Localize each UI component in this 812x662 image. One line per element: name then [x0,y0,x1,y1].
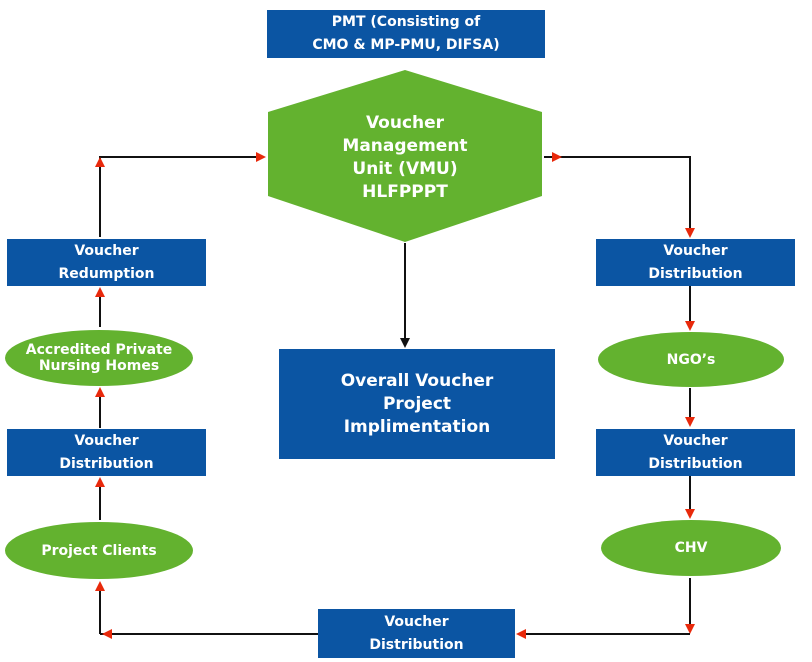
right-voucher-distribution-mid-box: Voucher Distribution [596,429,795,476]
ngos-label: NGO’s [666,351,716,368]
vmu-line2: Management [342,136,468,156]
chv-node: CHV [601,520,781,576]
redemption-line1: Voucher [74,242,139,259]
redemption-line2: Redumption [58,265,155,282]
clients-label: Project Clients [41,542,157,559]
project-clients-node: Project Clients [5,522,193,579]
pmt-line2: CMO & MP-PMU, DIFSA) [312,37,500,53]
nursing-homes-node: Accredited Private Nursing Homes [5,330,193,386]
center-line1: Overall Voucher [340,370,494,391]
nursing-line2: Nursing Homes [38,358,160,374]
bottom-line1: Voucher [384,613,449,630]
center-line2: Project [382,393,452,414]
right-voucher-distribution-top-box: Voucher Distribution [596,239,795,286]
connector-redemption-to-vmu [99,152,266,237]
connector-vmu-to-right [544,156,695,238]
ngos-node: NGO’s [598,332,784,387]
vmu-hexagon [268,70,542,242]
nursing-line1: Accredited Private [25,342,173,358]
vmu-label: Voucher Management Unit (VMU) HLFPPPT [268,108,542,208]
left-voucher-distribution-box: Voucher Distribution [7,429,206,476]
left-dist-line1: Voucher [74,432,139,449]
pmt-box: PMT (Consisting of CMO & MP-PMU, DIFSA) [267,10,545,58]
left-dist-line2: Distribution [59,455,154,472]
overall-implementation-box: Overall Voucher Project Implimentation [279,349,555,459]
right-mid-line1: Voucher [663,432,728,449]
bottom-line2: Distribution [369,636,464,653]
vmu-line1: Voucher [365,113,445,133]
right-top-line1: Voucher [663,242,728,259]
bottom-voucher-distribution-box: Voucher Distribution [318,609,515,658]
vmu-line4: HLFPPPT [362,182,448,202]
right-top-line2: Distribution [648,265,743,282]
pmt-line1: PMT (Consisting of [331,14,481,30]
center-line3: Implimentation [343,416,491,437]
chv-label: CHV [674,540,708,556]
voucher-redemption-box: Voucher Redumption [7,239,206,286]
right-mid-line2: Distribution [648,455,743,472]
vmu-line3: Unit (VMU) [352,159,458,179]
